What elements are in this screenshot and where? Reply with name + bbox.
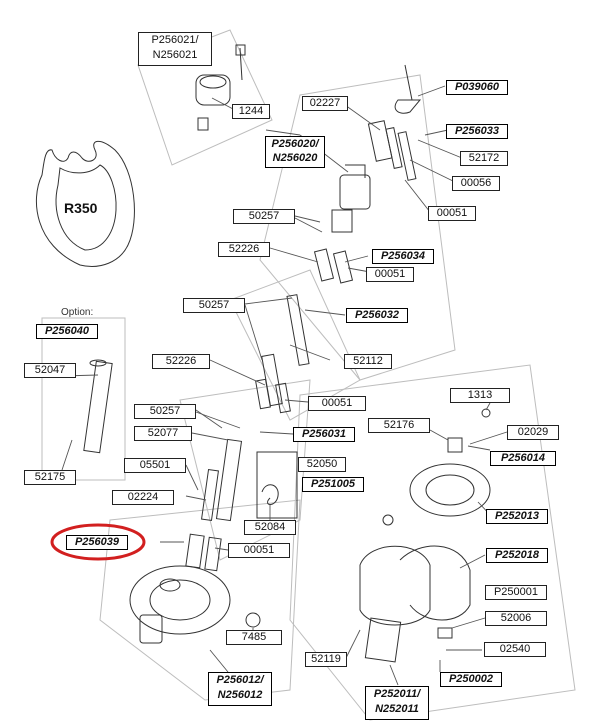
- part-number-p252011: P252011/: [373, 688, 421, 700]
- part-number-n256012: N256012: [217, 689, 263, 701]
- label-52050[interactable]: 52050: [298, 457, 346, 472]
- label-1313[interactable]: 1313: [450, 388, 510, 403]
- right-group-outline: [289, 364, 576, 721]
- upper-shaft-group-outline: [259, 74, 456, 381]
- part-number-p256021: P256021/: [151, 34, 199, 46]
- label-52175[interactable]: 52175: [24, 470, 76, 485]
- r350-profile-outline: [36, 140, 135, 267]
- motor-head: [195, 74, 231, 106]
- option-text: Option:: [61, 307, 94, 318]
- label-p256040[interactable]: P256040: [36, 324, 98, 339]
- label-52077[interactable]: 52077: [134, 426, 192, 441]
- label-52226-a[interactable]: 52226: [218, 242, 270, 257]
- right-frame: [359, 545, 431, 626]
- option-group-outline: [41, 317, 126, 481]
- label-52006[interactable]: 52006: [485, 611, 547, 626]
- label-00056[interactable]: 00056: [452, 176, 500, 191]
- label-50257-c[interactable]: 50257: [134, 404, 196, 419]
- label-02029[interactable]: 02029: [507, 425, 559, 440]
- label-00051-b[interactable]: 00051: [366, 267, 414, 282]
- option-shaft: [83, 360, 113, 454]
- label-p256014[interactable]: P256014: [490, 451, 556, 466]
- part-number-n256021: N256021: [152, 49, 198, 61]
- label-52176[interactable]: 52176: [368, 418, 430, 433]
- label-52047[interactable]: 52047: [24, 363, 76, 378]
- highlight-ring: [50, 523, 146, 561]
- label-52119[interactable]: 52119: [305, 652, 347, 667]
- r350-profile-label: R350: [64, 200, 98, 216]
- label-52172[interactable]: 52172: [460, 151, 508, 166]
- connector-block: [339, 174, 371, 210]
- label-00051-a[interactable]: 00051: [428, 206, 476, 221]
- middle-group-outline: [229, 269, 361, 421]
- label-50257-b[interactable]: 50257: [183, 298, 245, 313]
- label-p250001[interactable]: P250001: [485, 585, 547, 600]
- label-p256034[interactable]: P256034: [372, 249, 434, 264]
- label-05501[interactable]: 05501: [124, 458, 186, 473]
- label-p256032[interactable]: P256032: [346, 308, 408, 323]
- part-number-n256020: N256020: [272, 152, 318, 164]
- label-p039060[interactable]: P039060: [446, 80, 508, 95]
- label-p256012[interactable]: P256012/ N256012: [208, 672, 272, 706]
- label-p256020[interactable]: P256020/ N256020: [265, 136, 325, 168]
- part-number-p256012: P256012/: [216, 674, 264, 686]
- label-52084[interactable]: 52084: [244, 520, 296, 535]
- label-02227[interactable]: 02227: [302, 96, 348, 111]
- label-p250002[interactable]: P250002: [440, 672, 502, 687]
- label-00051-d[interactable]: 00051: [228, 543, 290, 558]
- label-p252011[interactable]: P252011/ N252011: [365, 686, 429, 720]
- label-02540[interactable]: 02540: [484, 642, 546, 657]
- lower-drum: [129, 565, 231, 635]
- crank-handle: [394, 64, 422, 114]
- label-p252013[interactable]: P252013: [486, 509, 548, 524]
- label-p256039[interactable]: P256039: [66, 535, 128, 550]
- label-p252018[interactable]: P252018: [486, 548, 548, 563]
- label-7485[interactable]: 7485: [226, 630, 282, 645]
- part-number-p256020: P256020/: [271, 138, 319, 150]
- label-1244[interactable]: 1244: [232, 104, 270, 119]
- label-52112[interactable]: 52112: [344, 354, 392, 369]
- label-p251005[interactable]: P251005: [302, 477, 364, 492]
- right-drum: [409, 463, 491, 517]
- label-p256033[interactable]: P256033: [446, 124, 508, 139]
- label-50257-a[interactable]: 50257: [233, 209, 295, 224]
- part-number-n252011: N252011: [375, 703, 419, 715]
- label-p256031[interactable]: P256031: [293, 427, 355, 442]
- label-p256021[interactable]: P256021/ N256021: [138, 32, 212, 66]
- label-00051-c[interactable]: 00051: [308, 396, 366, 411]
- label-02224[interactable]: 02224: [112, 490, 174, 505]
- label-52226-b[interactable]: 52226: [152, 354, 210, 369]
